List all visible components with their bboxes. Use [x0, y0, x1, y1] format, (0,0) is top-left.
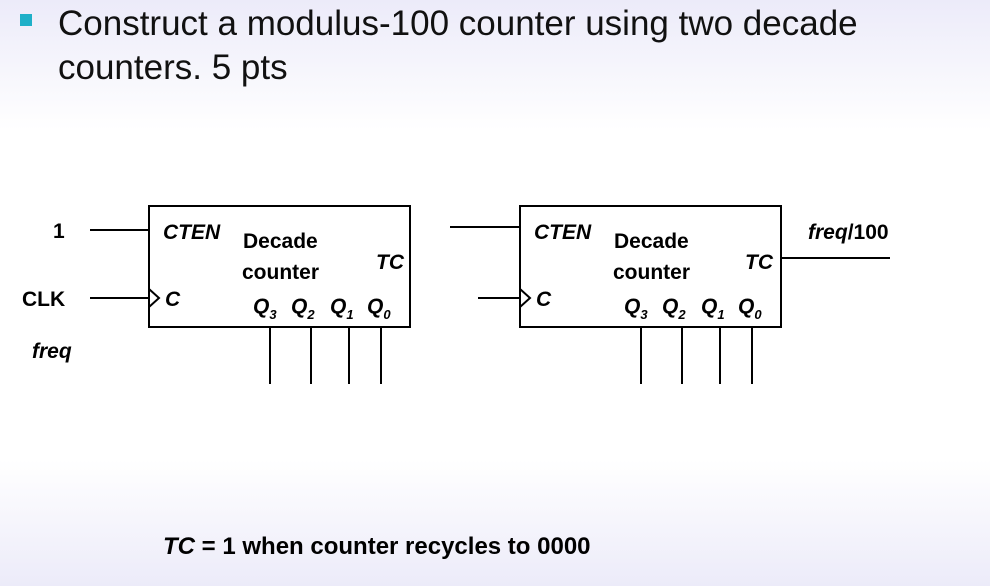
footer-text: = 1 when counter recycles to 0000: [195, 533, 591, 560]
counter-2-tc-label: TC: [745, 251, 774, 274]
counter-1-name-line1: Decade: [243, 230, 318, 253]
bullet-marker: [20, 14, 32, 26]
footer-tc: TC: [163, 533, 195, 560]
counter-2-name-line1: Decade: [614, 230, 689, 253]
counter-2-cten-label: CTEN: [534, 221, 592, 244]
counter-2-q3-label: Q3: [624, 295, 648, 322]
counter-1-cten-label: CTEN: [163, 221, 221, 244]
decade-counter-2: CTEN Decade counter TC C Q3 Q2 Q1 Q0: [519, 205, 782, 384]
counter-2-name-line2: counter: [613, 261, 690, 284]
input-clk-label: CLK: [22, 288, 65, 311]
counter-2-q2-label: Q2: [662, 295, 686, 322]
decade-counter-1: CTEN Decade counter TC C Q3 Q2 Q1 Q0: [148, 205, 411, 384]
input-one-label: 1: [53, 220, 65, 243]
counter-2-clock-label: C: [536, 288, 552, 311]
counter-1-tc-label: TC: [376, 251, 405, 274]
counter-1-clock-triangle: [148, 288, 161, 308]
counter-1-name-line2: counter: [242, 261, 319, 284]
counter-2-q0-label: Q0: [738, 295, 762, 322]
counter-1-q2-label: Q2: [291, 295, 315, 322]
counter-2-clock-triangle: [519, 288, 532, 308]
slide-title: Construct a modulus-100 counter using tw…: [58, 4, 858, 87]
footer-note: TC = 1 when counter recycles to 0000: [163, 533, 591, 561]
counter-2-box: [519, 205, 782, 328]
counter-1-q3-label: Q3: [253, 295, 277, 322]
counter-1-q1-label: Q1: [330, 295, 354, 322]
output-freq-label: freq/100: [808, 221, 889, 244]
counter-1-q0-label: Q0: [367, 295, 391, 322]
counter-1-box: [148, 205, 411, 328]
counter-2-q1-label: Q1: [701, 295, 725, 322]
counter-1-clock-label: C: [165, 288, 181, 311]
input-freq-label: freq: [32, 340, 72, 363]
